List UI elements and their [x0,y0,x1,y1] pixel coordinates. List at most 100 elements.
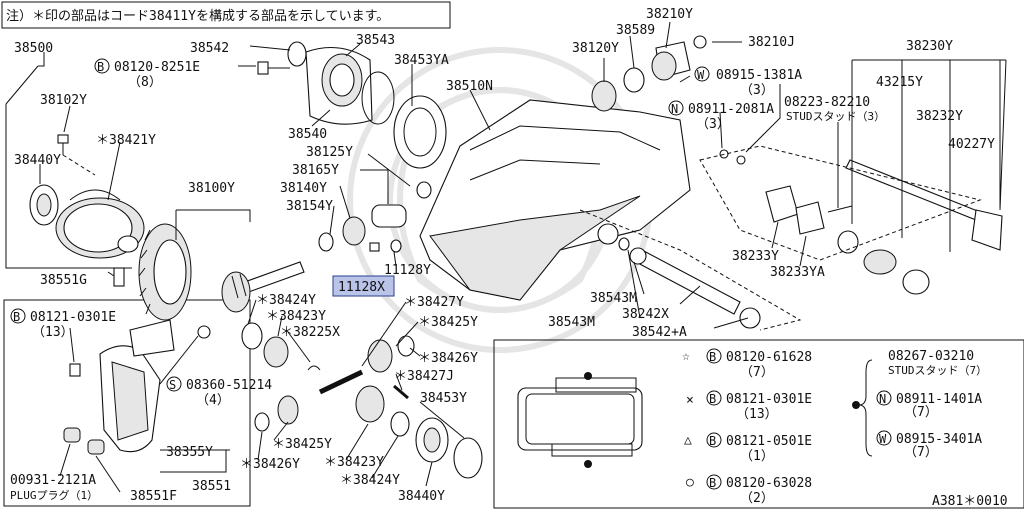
label-08360-51214[interactable]: 08360-51214 [186,378,272,393]
label-38453YA[interactable]: 38453YA [394,53,449,68]
ring-gear-38100Y [138,223,192,321]
stud-08223-82210 [827,205,853,213]
legend-right-stud: STUDスタッド（7） [888,364,987,377]
legend-tri-qty: （1） [740,449,774,464]
oring-38543 [361,71,395,125]
gear-38425Y [367,339,393,373]
washer-38426Y-b [254,412,270,432]
label-08915-1381A-qty: （3） [740,83,774,98]
legend-right-n[interactable]: 08911-1401A [896,392,982,407]
legend-frame [493,339,1024,509]
label-00931-2121A[interactable]: 00931-2121A [10,473,96,488]
label-38233YA[interactable]: 38233YA [770,265,825,280]
label-38427Y[interactable]: ＊38427Y [404,295,464,310]
svg-text:N: N [671,102,678,116]
label-38423Y-a[interactable]: ＊38423Y [266,309,326,324]
seal-38542 [287,41,307,67]
legend-x-code[interactable]: 08121-0301E [726,392,812,407]
label-08120-8251E[interactable]: 08120-8251E [114,60,200,75]
label-38425Y-a[interactable]: ＊38425Y [418,315,478,330]
label-38125Y[interactable]: 38125Y [306,145,353,160]
label-38100Y[interactable]: 38100Y [188,181,235,196]
label-38230Y[interactable]: 38230Y [906,39,953,54]
bearing-38440Y-top [29,184,59,226]
label-38424Y-a[interactable]: ＊38424Y [256,293,316,308]
legend-right-n-qty: （7） [904,405,938,420]
label-38440Y-top[interactable]: 38440Y [14,153,61,168]
washer-38125Y [416,181,432,199]
label-38242X[interactable]: 38242X [622,307,669,322]
bolt-11128Y [369,239,402,253]
label-11128X[interactable]: 11128X [338,280,385,295]
w-washer-marker: W [694,66,710,82]
legend-star-icon: ☆ [682,349,690,364]
label-38225X[interactable]: ＊38225X [280,325,340,340]
label-38427J[interactable]: ＊38427J [394,369,454,384]
label-38232Y[interactable]: 38232Y [916,109,963,124]
label-08121-0301E-left-qty: （13） [32,325,74,340]
label-38551F[interactable]: 38551F [130,489,177,504]
label-38426Y-a[interactable]: ＊38426Y [418,351,478,366]
highlight-11128X[interactable] [332,275,395,297]
legend-star-code[interactable]: 08120-61628 [726,350,812,365]
label-11128Y[interactable]: 11128Y [384,263,431,278]
legend-right-w[interactable]: 08915-3401A [896,432,982,447]
label-38543[interactable]: 38543 [356,33,395,48]
seal-38453Y [453,437,483,479]
label-43215Y[interactable]: 43215Y [876,75,923,90]
label-38355Y[interactable]: 38355Y [166,445,213,460]
label-38425Y-b[interactable]: ＊38425Y [272,437,332,452]
label-08915-1381A[interactable]: 08915-1381A [716,68,802,83]
left-upper-frame [5,104,132,269]
legend-circ-code[interactable]: 08120-63028 [726,476,812,491]
svg-text:B: B [709,350,716,364]
label-08911-2081A[interactable]: 08911-2081A [688,102,774,117]
label-08911-2081A-qty: （3） [696,117,730,132]
legend-tri-code[interactable]: 08121-0501E [726,434,812,449]
drive-pinion [221,261,305,313]
label-38165Y[interactable]: 38165Y [292,163,339,178]
label-38542[interactable]: 38542 [190,41,229,56]
label-38500[interactable]: 38500 [14,41,53,56]
bolt-08120-8251E [257,61,290,75]
svg-text:B: B [709,476,716,490]
label-08121-0301E-left[interactable]: 08121-0301E [30,310,116,325]
label-38540[interactable]: 38540 [288,127,327,142]
diagram-id: A381＊0010 [932,494,1008,509]
legend-right-head[interactable]: 08267-03210 [888,349,974,364]
label-38140Y[interactable]: 38140Y [280,181,327,196]
washer-08915-1381A [736,155,746,165]
label-38120Y[interactable]: 38120Y [572,41,619,56]
label-38542A[interactable]: 38542+A [632,325,687,340]
label-38423Y-b[interactable]: ＊38423Y [324,455,384,470]
label-38453Y[interactable]: 38453Y [420,391,467,406]
label-38510N[interactable]: 38510N [446,79,493,94]
label-38440Y-bot[interactable]: 38440Y [398,489,445,504]
label-38421Y[interactable]: ＊38421Y [96,133,156,148]
label-38233Y[interactable]: 38233Y [732,249,779,264]
label-08223-82210[interactable]: 08223-82210 [784,95,870,110]
left-lower-frame [3,299,251,507]
note-box [1,1,451,29]
label-40227Y[interactable]: 40227Y [948,137,995,152]
label-38210Y[interactable]: 38210Y [646,7,693,22]
label-38210J[interactable]: 38210J [748,35,795,50]
label-38154Y[interactable]: 38154Y [286,199,333,214]
seal-38589 [623,67,645,93]
label-38543M-b[interactable]: 38543M [548,315,595,330]
pin-38427J [393,384,409,400]
breather-38551G [113,267,125,287]
label-38551G[interactable]: 38551G [40,273,87,288]
shim-38154Y [318,232,334,252]
label-08360-51214-qty: （4） [196,393,230,408]
label-38426Y-b[interactable]: ＊38426Y [240,457,300,472]
differential-case [55,189,145,259]
label-38543M-a[interactable]: 38543M [590,291,637,306]
svg-text:W: W [697,68,705,82]
label-38102Y[interactable]: 38102Y [40,93,87,108]
label-38551[interactable]: 38551 [192,479,231,494]
label-38589[interactable]: 38589 [616,23,655,38]
spacer-38165Y [371,204,407,228]
label-38424Y-b[interactable]: ＊38424Y [340,473,400,488]
